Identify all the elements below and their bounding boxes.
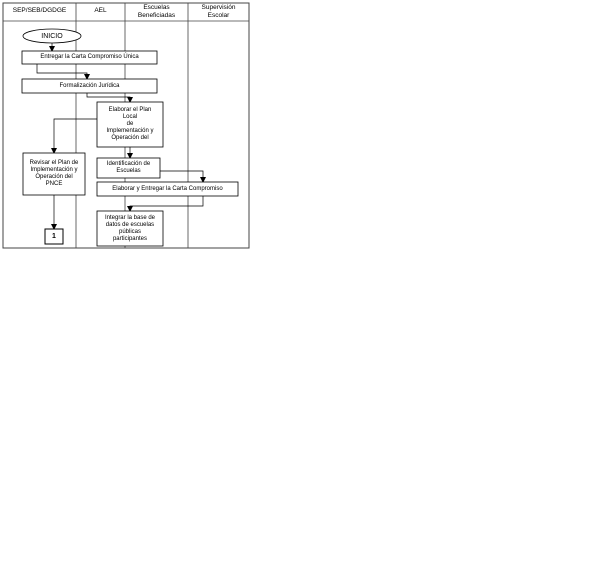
entregar-carta-unica-label: Entregar la Carta Compromiso Única <box>40 54 139 60</box>
lane-header-supervision: Supervisión Escolar <box>201 4 236 19</box>
identificacion-label: Identificación de Escuelas <box>106 161 151 174</box>
box-identificacion <box>96 157 161 179</box>
elaborar-entregar-label: Elaborar y Entregar la Carta Compromiso <box>112 185 223 192</box>
connector-label: 1 <box>52 233 56 240</box>
lane-header-sep: SEP/SEB/DGDGE <box>12 7 67 14</box>
arrow-entregar-to-formalizacion <box>36 64 90 80</box>
box-integrar-base <box>96 210 164 247</box>
connector-box <box>44 228 64 245</box>
arrow-formalizacion-to-elaborar <box>86 93 133 103</box>
start-label: INICIO <box>41 32 63 40</box>
lane-header-escuelas: Escuelas Beneficiadas <box>137 4 176 19</box>
revisar-plan-label: Revisar el Plan de Implementación y Oper… <box>29 160 79 187</box>
arrow-identificacion-to-elaborar-entregar <box>160 170 206 183</box>
integrar-base-label: Integrar la base de datos de escuelas pú… <box>104 214 156 242</box>
box-formalizacion <box>21 78 158 94</box>
box-revisar-plan <box>22 152 86 196</box>
formalizacion-label: Formalización Jurídica <box>59 82 120 89</box>
box-entregar-carta-unica <box>21 50 158 65</box>
arrow-elaborar-entregar-to-integrar <box>127 196 204 212</box>
box-elaborar-plan <box>96 101 164 148</box>
arrow-elaborar-to-revisar <box>51 118 97 154</box>
elaborar-plan-label: Elaborar el Plan Local de Implementación… <box>106 107 154 141</box>
box-elaborar-entregar <box>96 181 239 197</box>
lane-header-ael: AEL <box>94 7 107 14</box>
